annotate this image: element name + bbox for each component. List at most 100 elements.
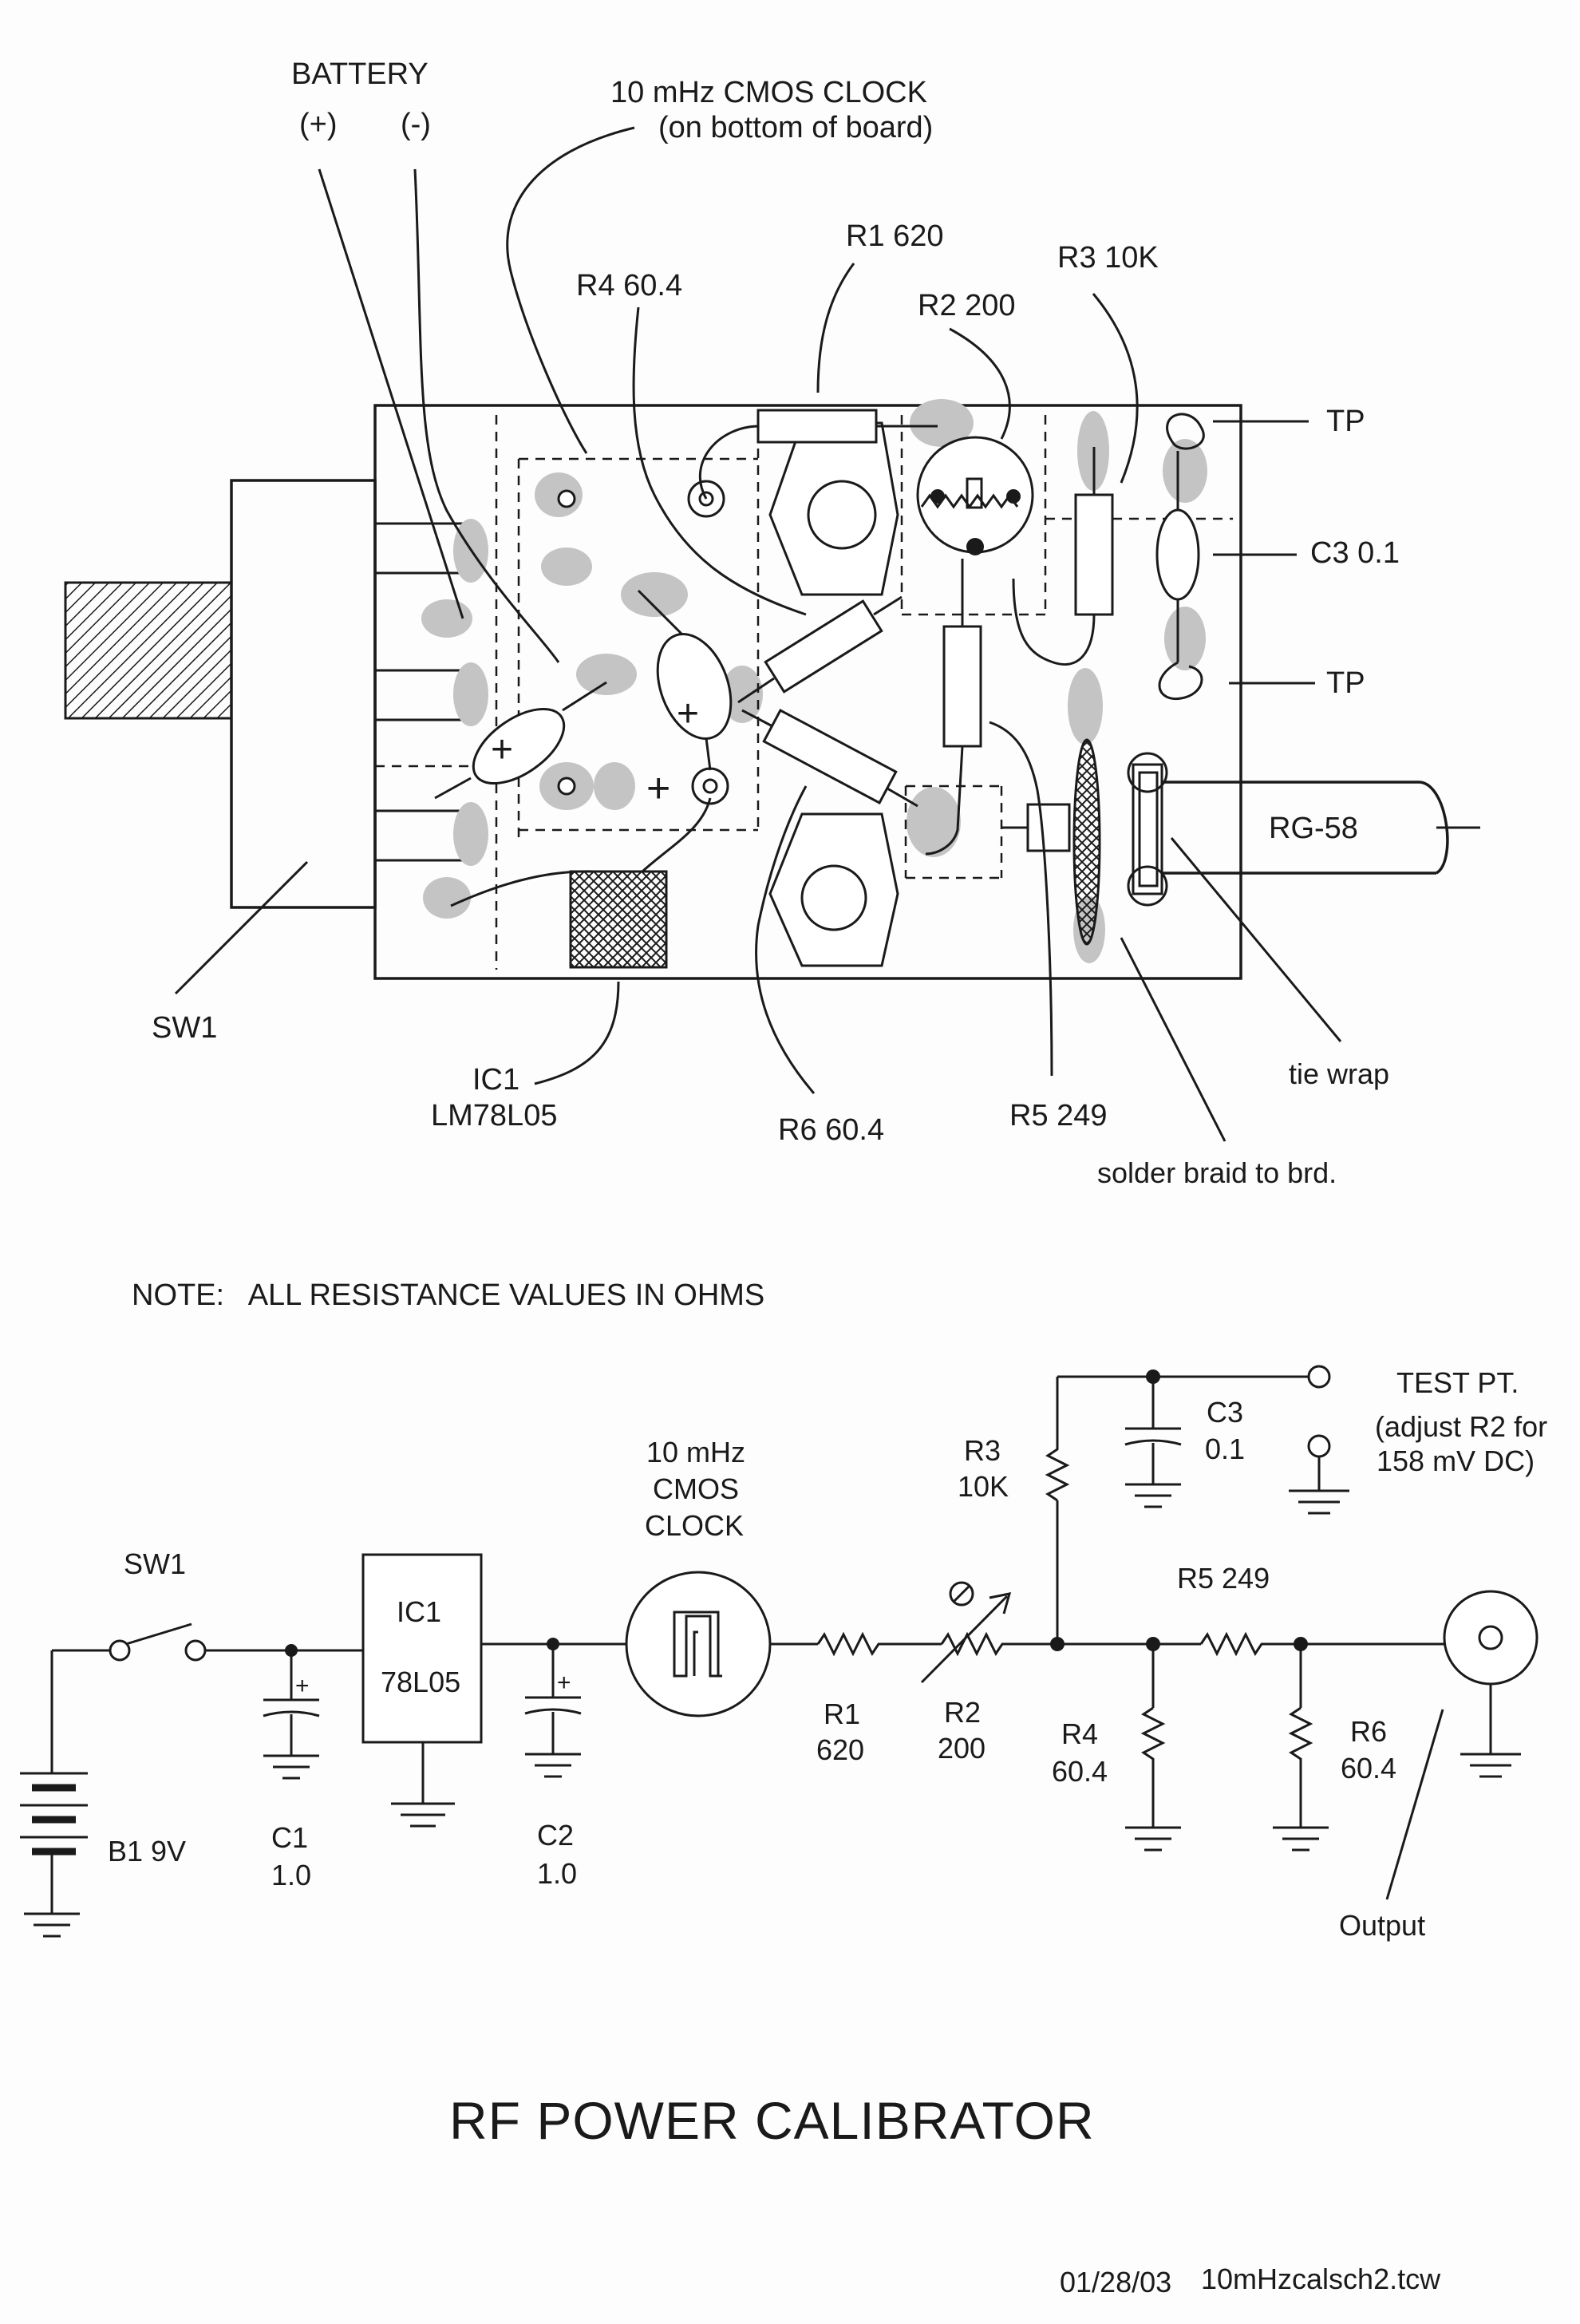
schematic-labels: SW1 B1 9V C1 1.0 IC1 78L05 C2 1.0 10 mHz… <box>108 1366 1547 1942</box>
tie-wrap-label: tie wrap <box>1289 1057 1389 1090</box>
ic1-regulator-symbol <box>361 1553 483 1744</box>
r3-lead <box>1012 578 1096 666</box>
r4-resistor-symbol <box>1125 1644 1181 1852</box>
sw1-body <box>230 479 377 909</box>
c1-value-label: 1.0 <box>271 1859 311 1891</box>
r5-layout-label: R5 249 <box>1009 1099 1108 1132</box>
c2-capacitor-symbol: + <box>524 1644 582 1778</box>
r4-value-label: 60.4 <box>1052 1755 1108 1788</box>
ic1-layout-label-line1: IC1 <box>472 1063 519 1097</box>
leader-lines <box>174 126 1342 1142</box>
battery-b1-symbol <box>20 1649 112 1938</box>
footer-filename: 10mHzcalsch2.tcw <box>1201 2263 1441 2295</box>
hole <box>557 777 576 796</box>
clock-label-line1: 10 mHz CMOS CLOCK <box>610 76 927 109</box>
clock-schematic-line3: CLOCK <box>645 1509 744 1542</box>
layout-labels: BATTERY (+) (-) 10 mHz CMOS CLOCK (on bo… <box>152 57 1400 1189</box>
page-title: RF POWER CALIBRATOR <box>449 2091 1095 2150</box>
test-point-label-line3: 158 mV DC) <box>1377 1445 1535 1477</box>
c3-layout-label: C3 0.1 <box>1310 536 1400 570</box>
capacitor-c2-layout: + + <box>637 589 733 812</box>
r6-layout-label: R6 60.4 <box>778 1113 884 1147</box>
r2-variable-resistor-symbol <box>920 1581 1057 1684</box>
r3-resistor-symbol <box>1045 1365 1331 1644</box>
sw1-schematic-label: SW1 <box>124 1547 186 1580</box>
test-point-bottom-loop <box>1158 661 1203 701</box>
solder-braid-label: solder braid to brd. <box>1097 1156 1337 1189</box>
output-connector-symbol <box>1385 1590 1539 1900</box>
r6-value-label: 60.4 <box>1341 1752 1396 1785</box>
svg-text:+: + <box>491 729 513 771</box>
r1-value-label: 620 <box>816 1733 864 1766</box>
coax-connector-layout <box>1001 738 1480 946</box>
svg-text:+: + <box>557 1670 571 1696</box>
r3-resistor-layout <box>1074 493 1114 616</box>
ic1-regulator-layout <box>569 870 668 969</box>
test-point-top-loop <box>1166 413 1205 450</box>
clock-label-line2: (on bottom of board) <box>658 111 933 144</box>
r3-layout-label: R3 10K <box>1057 241 1159 275</box>
r6-resistor-layout <box>741 709 918 808</box>
hole <box>557 489 576 508</box>
c1-capacitor-symbol: + <box>263 1650 320 1780</box>
schematic: + + <box>20 1365 1547 1942</box>
r1-name-label: R1 <box>824 1698 860 1730</box>
r1-resistor-symbol <box>816 1631 942 1657</box>
test-point-ground <box>1289 1434 1349 1515</box>
rg58-label: RG-58 <box>1269 812 1358 845</box>
r1-layout-label: R1 620 <box>846 219 944 253</box>
capacitor-c1-layout: + <box>434 681 607 800</box>
battery-negative-label: (-) <box>401 108 431 141</box>
battery-positive-label: (+) <box>299 108 338 141</box>
c3-value-label: 0.1 <box>1205 1433 1245 1465</box>
r4-resistor-layout <box>737 595 903 704</box>
r2-layout-label: R2 200 <box>918 289 1016 322</box>
sw1-layout-label: SW1 <box>152 1011 217 1045</box>
c3-name-label: C3 <box>1207 1396 1243 1429</box>
r1-lead <box>698 425 759 500</box>
r1-resistor-layout <box>756 409 878 444</box>
ic1-part-label: 78L05 <box>381 1666 460 1698</box>
r5-resistor-layout <box>942 625 982 748</box>
output-label: Output <box>1339 1909 1425 1942</box>
c2-value-label: 1.0 <box>537 1857 577 1890</box>
test-point-label-line2: (adjust R2 for <box>1375 1410 1547 1443</box>
resistance-note: NOTE: ALL RESISTANCE VALUES IN OHMS <box>132 1279 764 1312</box>
r3-value-label: 10K <box>958 1470 1009 1503</box>
ic1-lead <box>450 870 595 907</box>
c1-name-label: C1 <box>271 1821 308 1854</box>
mounting-nut-top <box>768 421 899 596</box>
test-point-label-line1: TEST PT. <box>1396 1366 1519 1399</box>
board-layout: + + + <box>64 57 1480 1189</box>
ic1-lead <box>641 797 712 873</box>
r6-name-label: R6 <box>1350 1715 1387 1748</box>
clock-oscillator-symbol <box>625 1571 772 1717</box>
r5-resistor-symbol <box>1199 1631 1301 1657</box>
mounting-nut-bottom <box>768 812 899 967</box>
sw1-knob <box>64 581 233 720</box>
hole <box>702 778 718 794</box>
ic1-ground <box>391 1742 455 1828</box>
r4-layout-label: R4 60.4 <box>576 269 682 302</box>
clock-schematic-line2: CMOS <box>653 1472 739 1505</box>
c2-name-label: C2 <box>537 1819 574 1852</box>
r5-schematic-label: R5 249 <box>1177 1562 1270 1595</box>
r2-name-label: R2 <box>944 1696 981 1729</box>
r3-name-label: R3 <box>964 1434 1001 1467</box>
svg-text:+: + <box>295 1673 310 1699</box>
svg-text:+: + <box>646 765 670 812</box>
battery-label: BATTERY <box>291 57 429 91</box>
b1-schematic-label: B1 9V <box>108 1835 186 1868</box>
svg-text:+: + <box>677 693 699 735</box>
tp-bottom-label: TP <box>1326 666 1365 700</box>
footer-date: 01/28/03 <box>1060 2266 1171 2298</box>
clock-schematic-line1: 10 mHz <box>646 1436 745 1468</box>
sw1-switch-symbol <box>109 1622 363 1662</box>
r4-name-label: R4 <box>1061 1717 1098 1750</box>
ic1-layout-label-line2: LM78L05 <box>431 1099 557 1132</box>
c3-capacitor-layout <box>1155 508 1200 601</box>
ic1-name-label: IC1 <box>397 1595 441 1628</box>
r6-resistor-symbol <box>1273 1644 1329 1852</box>
